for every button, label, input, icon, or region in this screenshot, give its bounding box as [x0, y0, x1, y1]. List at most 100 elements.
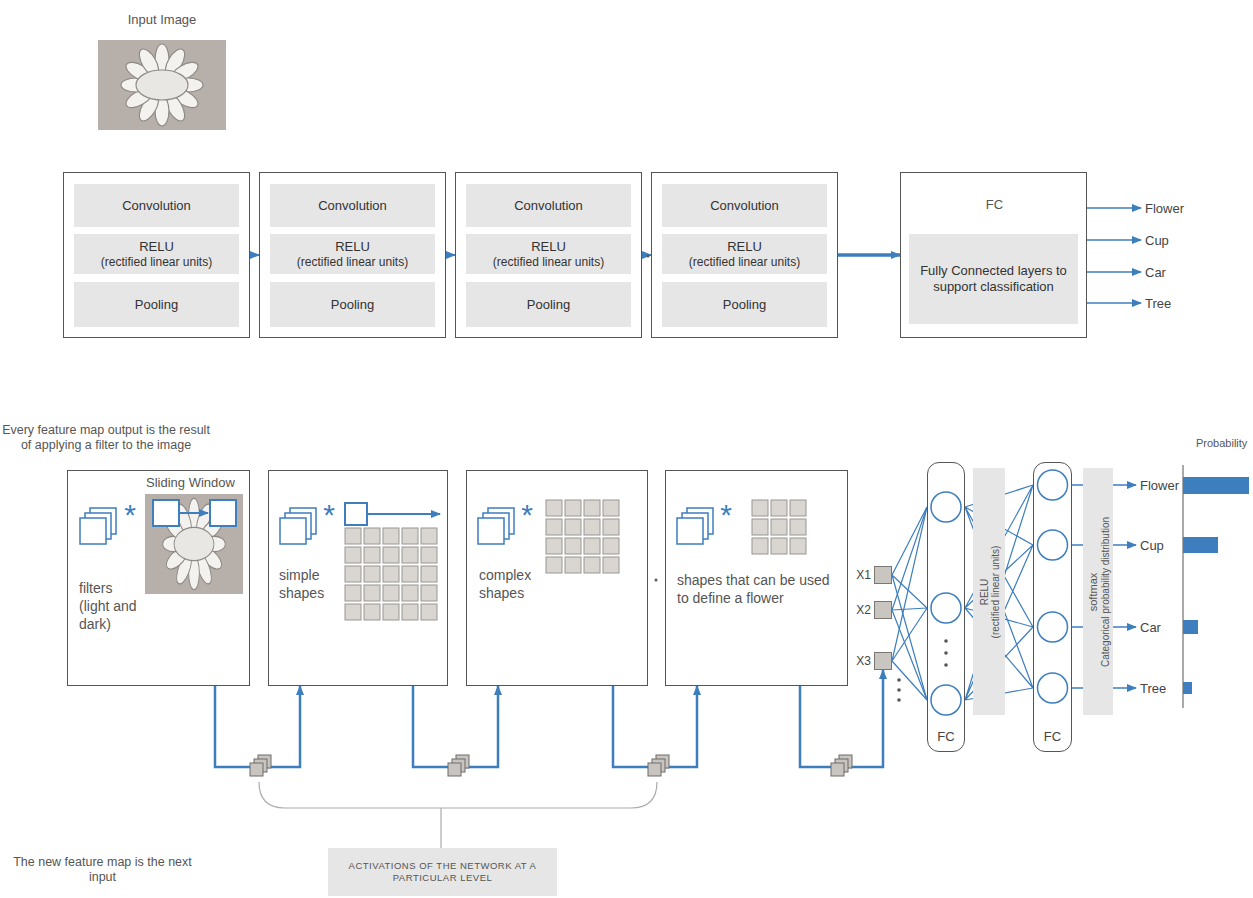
- feature-cell: [790, 519, 806, 535]
- feature-cell: [584, 519, 600, 535]
- sliding-window: [345, 503, 367, 525]
- axis-title: Probability: [1196, 437, 1252, 450]
- sliding-window: [210, 500, 236, 526]
- feature-cell: [402, 585, 418, 601]
- feature-cell: [383, 547, 399, 563]
- chart-axis: [1183, 465, 1184, 708]
- feature-map-stack: [250, 763, 263, 776]
- feature-cell: [790, 500, 806, 516]
- ellipsis-dot: [897, 678, 901, 682]
- ellipsis-dot: [655, 579, 658, 582]
- feature-cell: [421, 566, 437, 582]
- note-text: ACTIVATIONS OF THE NETWORK AT A PARTICUL…: [338, 860, 547, 885]
- stage-label: FC: [901, 197, 1088, 214]
- operation-label: RELU: [531, 239, 566, 255]
- feature-cell: [603, 500, 619, 516]
- feature-cell: [771, 538, 787, 554]
- feature-cell: [771, 500, 787, 516]
- image-caption: Input Image: [98, 12, 226, 28]
- input-neuron: X2: [874, 601, 892, 619]
- operation-box: RELU(rectified linear units): [270, 234, 435, 274]
- stage-label: simple shapes: [279, 566, 345, 602]
- slide-arrow: [179, 512, 208, 514]
- note: The new feature map is the next input: [0, 855, 205, 885]
- feature-cell: [402, 604, 418, 620]
- feature-cell: [752, 538, 768, 554]
- neuron-column: [1034, 463, 1071, 751]
- connector: [215, 686, 300, 767]
- note: Every feature map output is the result o…: [0, 423, 212, 453]
- connector: [838, 253, 900, 257]
- stage-label: shapes that can be used to define a flow…: [677, 571, 842, 607]
- operation-box: Convolution: [662, 184, 827, 227]
- convolution-symbol: *: [119, 500, 141, 530]
- connector: [1087, 239, 1141, 241]
- operation-label: Convolution: [514, 198, 583, 214]
- operation-box: RELU(rectified linear units): [466, 234, 631, 274]
- feature-cell: [584, 500, 600, 516]
- neuron-column: [928, 463, 964, 751]
- feature-cell: [603, 538, 619, 554]
- bracket: [259, 782, 657, 808]
- operation-label: Convolution: [122, 198, 191, 214]
- leader-line: [440, 808, 441, 848]
- class-name: Flower: [1145, 201, 1184, 216]
- band-label: (rectified linear units): [989, 545, 1000, 638]
- connector: [892, 507, 927, 700]
- probability-bar: [1183, 477, 1249, 494]
- layer-block: ConvolutionRELU(rectified linear units) P…: [455, 172, 642, 338]
- ellipsis-dot: [647, 255, 650, 258]
- ellipsis-dot: [897, 698, 901, 702]
- feature-cell: [584, 538, 600, 554]
- feature-map-stack: [831, 763, 844, 776]
- filter-icon: [677, 518, 703, 544]
- probability-bar: [1183, 682, 1192, 694]
- probability-bar: [1183, 620, 1198, 634]
- convolution-symbol: *: [715, 500, 737, 530]
- feature-cell: [364, 528, 380, 544]
- class-label: Tree: [1145, 293, 1205, 313]
- class-label: Cup: [1145, 230, 1205, 250]
- neuron: [1038, 673, 1068, 703]
- feature-cell: [546, 519, 562, 535]
- feature-cell: [383, 585, 399, 601]
- feature-stage-box: shapes that can be used to define a flow…: [665, 470, 848, 686]
- connector: [1087, 302, 1141, 304]
- operation-box: Convolution: [74, 184, 239, 227]
- note-box: ACTIVATIONS OF THE NETWORK AT A PARTICUL…: [328, 848, 557, 896]
- rotated-text: RELU(rectified linear units): [973, 468, 1005, 715]
- input-name: X2: [851, 603, 871, 617]
- feature-cell: [546, 557, 562, 573]
- convolution-symbol: *: [318, 500, 340, 530]
- neuron: [1038, 470, 1068, 500]
- feature-cell: [383, 566, 399, 582]
- operation-label: (rectified linear units): [689, 255, 800, 269]
- neuron: [931, 685, 961, 715]
- operation-box: Pooling: [662, 282, 827, 327]
- band-label: RELU: [978, 578, 989, 605]
- fc-layer: FC: [1033, 462, 1072, 752]
- feature-cell: [345, 528, 361, 544]
- class-name: Cup: [1140, 538, 1164, 553]
- convolution-symbol: *: [516, 500, 538, 530]
- slide-arrow: [367, 513, 440, 515]
- feature-cell: [345, 585, 361, 601]
- feature-cell: [421, 604, 437, 620]
- stage-label: filters (light and dark): [79, 579, 145, 634]
- stage-label: complex shapes: [479, 566, 545, 602]
- input-image-small: [145, 494, 243, 594]
- operation-box: Pooling: [466, 282, 631, 327]
- fc-layer: FC: [927, 462, 965, 752]
- input-neuron: X1: [874, 566, 892, 584]
- stage-label: Sliding Window: [146, 475, 250, 492]
- neuron: [931, 492, 961, 522]
- feature-cell: [421, 528, 437, 544]
- layer-name: FC: [1034, 729, 1071, 744]
- feature-cell: [421, 585, 437, 601]
- input-name: X1: [851, 568, 871, 582]
- connector: [613, 686, 697, 767]
- input-name: X3: [851, 654, 871, 668]
- feature-cell: [402, 528, 418, 544]
- layer-name: FC: [928, 729, 964, 744]
